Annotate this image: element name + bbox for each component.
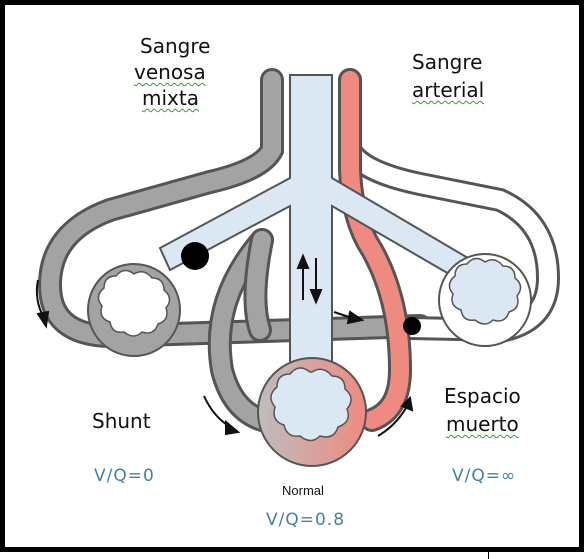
label-shunt: Shunt: [92, 409, 151, 433]
alveolus-shunt: [87, 263, 181, 357]
label-venous-line1: Sangre: [140, 34, 211, 58]
label-dead-space-line2: muerto: [446, 412, 519, 436]
curved-arrow-bottom-left: [203, 395, 241, 436]
curved-arrow-left: [35, 279, 50, 329]
curved-arrow-bottom-right: [377, 395, 414, 437]
shunt-vessel-loop: [37, 68, 432, 349]
ratio-dead-space: V/Q=∞: [452, 466, 517, 486]
label-venous-line3: mixta: [142, 86, 199, 110]
label-arterial-line2: arterial: [412, 78, 485, 102]
dead-space-vessel-loop: [338, 68, 561, 343]
alveolus-dead-space: [438, 253, 532, 347]
ratio-shunt: V/Q=0: [94, 466, 155, 486]
normal-vessel-loop: [207, 228, 274, 432]
label-arterial-line1: Sangre: [412, 50, 483, 74]
ratio-normal: V/Q=0.8: [266, 510, 346, 530]
arterial-vessel: [338, 68, 413, 432]
obstruction-dot-airway: [181, 242, 209, 270]
label-dead-space-line1: Espacio: [444, 384, 521, 408]
label-normal: Normal: [282, 483, 324, 498]
label-venous-line2: venosa: [134, 60, 206, 84]
airflow-arrows: [296, 253, 323, 305]
obstruction-dot-vessel: [403, 317, 421, 335]
edge-tick: [488, 552, 489, 559]
blood-flow-arrow-right: [333, 310, 365, 325]
alveolus-normal: [257, 357, 367, 467]
airway: [158, 74, 470, 401]
